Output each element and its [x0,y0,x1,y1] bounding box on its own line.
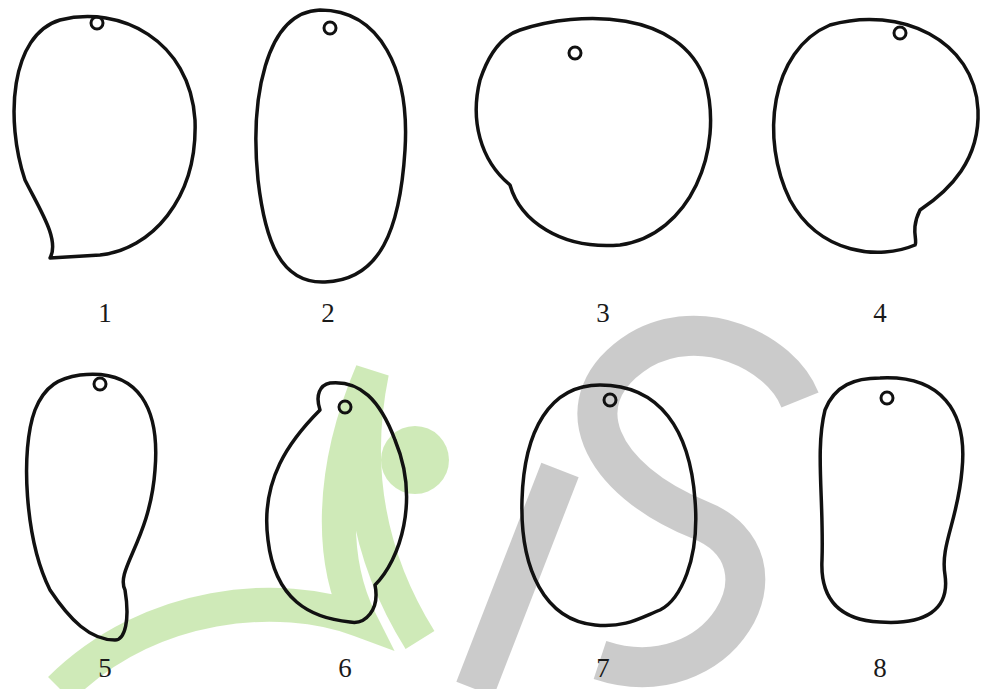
hilum-ring [569,47,581,59]
hilum-ring [94,378,106,390]
seed-outline [267,383,407,623]
figure-number: 7 [596,655,610,682]
figure-number: 8 [873,655,887,682]
hilum-ring [91,17,103,29]
figure-number: 3 [596,300,610,327]
hilum-ring [324,22,336,34]
seed-outline [14,17,195,258]
seed-outline [256,10,406,282]
seed-outline [774,19,978,252]
watermark-dot [381,426,449,494]
figure-number: 6 [338,655,352,682]
figure-number: 2 [321,300,335,327]
figure-number: 4 [873,300,887,327]
seed-outline [820,378,963,623]
hilum-ring [339,401,351,413]
hilum-ring [894,27,906,39]
hilum-ring [881,392,893,404]
seed-outline [522,385,696,626]
watermark-s [475,336,800,689]
figure-number: 5 [98,655,112,682]
figure-number: 1 [98,300,112,327]
seed-outline [476,18,710,245]
hilum-ring [604,394,616,406]
watermark [60,336,800,689]
seed-outline [27,374,156,640]
